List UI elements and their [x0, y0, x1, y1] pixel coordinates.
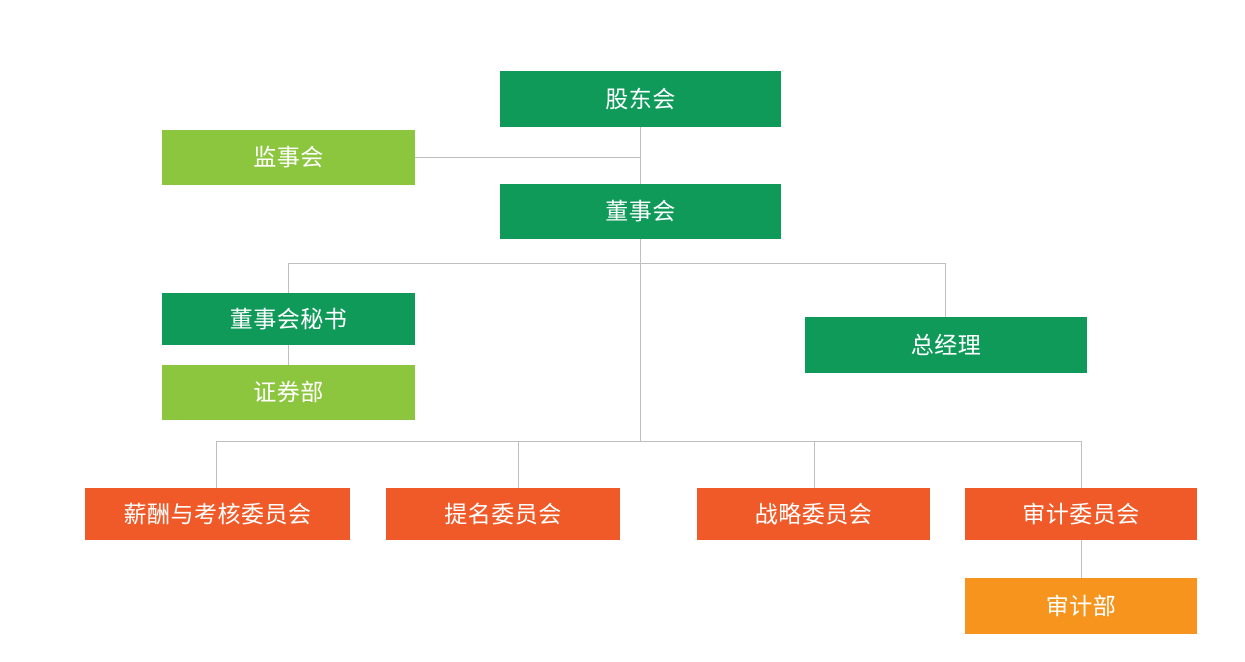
node-shareholders-meeting[interactable]: 股东会 — [500, 71, 781, 127]
connector-audit-cmte-to-audit-dept — [1081, 540, 1082, 578]
node-label-general-manager: 总经理 — [910, 331, 982, 358]
node-board-secretary[interactable]: 董事会秘书 — [162, 293, 415, 345]
connector-shareholders-to-board — [640, 127, 641, 184]
node-nomination-committee[interactable]: 提名委员会 — [386, 488, 620, 540]
connector-bus-to-remuneration-cmte — [216, 441, 217, 488]
node-label-strategy-committee: 战略委员会 — [754, 500, 873, 527]
node-board-of-supervisors[interactable]: 监事会 — [162, 130, 415, 185]
connector-bus-to-board-secretary — [288, 263, 289, 293]
node-audit-committee[interactable]: 审计委员会 — [965, 488, 1197, 540]
node-general-manager[interactable]: 总经理 — [805, 317, 1087, 373]
node-label-remuneration-and-assessment-committee: 薪酬与考核委员会 — [123, 500, 312, 527]
node-label-nomination-committee: 提名委员会 — [444, 500, 562, 527]
connector-supervisors-to-trunk — [415, 157, 641, 158]
connector-bus-to-strategy-cmte — [814, 441, 815, 488]
node-label-board-of-supervisors: 监事会 — [253, 144, 324, 170]
connector-bus-to-nomination-cmte — [518, 441, 519, 488]
node-label-board-secretary: 董事会秘书 — [229, 305, 348, 332]
connector-board-trunk-upper — [640, 239, 641, 264]
node-strategy-committee[interactable]: 战略委员会 — [697, 488, 930, 540]
node-securities-department[interactable]: 证券部 — [162, 365, 415, 420]
node-remuneration-and-assessment-committee[interactable]: 薪酬与考核委员会 — [85, 488, 350, 540]
node-label-board-of-directors: 董事会 — [605, 198, 676, 224]
node-label-audit-committee: 审计委员会 — [1022, 500, 1140, 527]
connector-bus-to-audit-cmte — [1081, 441, 1082, 488]
node-label-shareholders-meeting: 股东会 — [605, 85, 676, 112]
connector-bus-board-level2 — [288, 263, 946, 264]
connector-board-trunk-lower — [640, 264, 641, 441]
node-label-audit-department: 审计部 — [1045, 592, 1117, 619]
node-label-securities-department: 证券部 — [253, 379, 324, 405]
node-board-of-directors[interactable]: 董事会 — [500, 184, 781, 239]
node-audit-department[interactable]: 审计部 — [965, 578, 1197, 634]
connector-bus-committees — [216, 441, 1081, 442]
connector-board-secretary-to-securities — [288, 345, 289, 365]
connector-bus-to-general-manager — [945, 263, 946, 317]
